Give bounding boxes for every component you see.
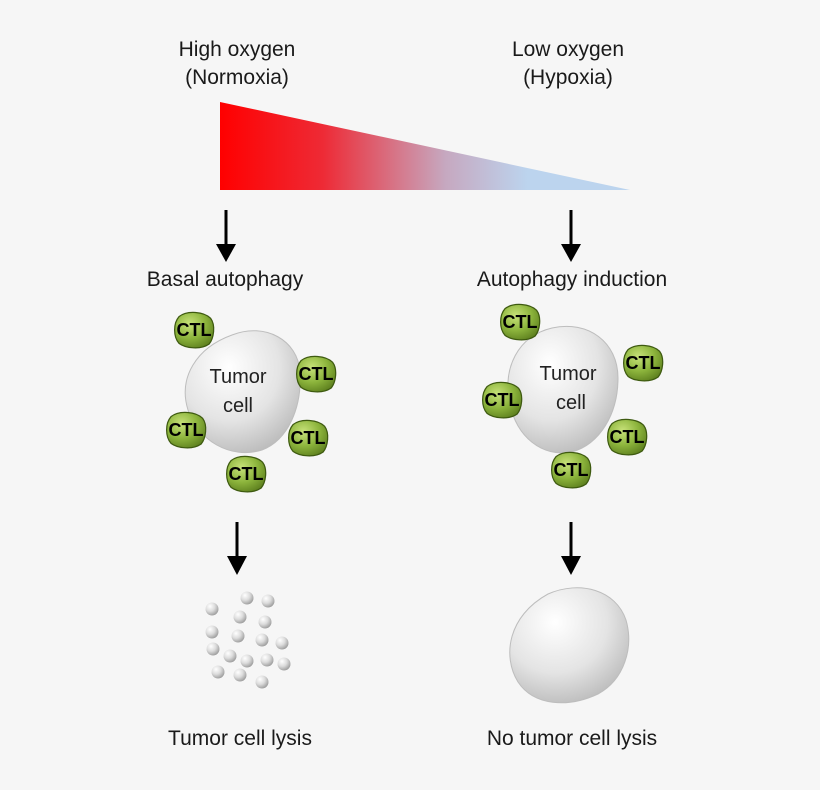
low-oxygen-label: Low oxygen (Hypoxia) bbox=[468, 36, 668, 92]
ctl-cell: CTL bbox=[499, 303, 541, 341]
svg-text:CTL: CTL bbox=[169, 420, 204, 440]
arrow-down-icon bbox=[561, 522, 581, 575]
ctl-cell: CTL bbox=[295, 355, 337, 393]
svg-text:CTL: CTL bbox=[610, 427, 645, 447]
tumor-cell-label: Tumor bbox=[209, 366, 266, 388]
ctl-cell: CTL bbox=[225, 455, 267, 493]
tumor-cell bbox=[507, 326, 619, 454]
hypoxia-title: (Hypoxia) bbox=[523, 66, 613, 89]
low-oxygen-title: Low oxygen bbox=[511, 38, 625, 61]
high-oxygen-label: High oxygen (Normoxia) bbox=[137, 36, 337, 92]
arrow-down-icon bbox=[227, 522, 247, 575]
svg-text:CTL: CTL bbox=[485, 390, 520, 410]
tumor-cell-label: Tumor bbox=[539, 363, 596, 385]
high-oxygen-title: High oxygen bbox=[178, 38, 296, 61]
svg-text:CTL: CTL bbox=[626, 353, 661, 373]
svg-text:CTL: CTL bbox=[229, 464, 264, 484]
intact-tumor-cell bbox=[509, 587, 630, 704]
svg-text:CTL: CTL bbox=[177, 320, 212, 340]
lysed-cell-fragments bbox=[205, 591, 291, 689]
svg-text:CTL: CTL bbox=[291, 428, 326, 448]
right-tumor-cell-group: Tumor cell CTL CTL CTL CTL CTL bbox=[481, 303, 664, 489]
svg-text:CTL: CTL bbox=[299, 364, 334, 384]
tumor-cell bbox=[184, 330, 301, 454]
tumor-cell-label: cell bbox=[223, 395, 253, 417]
ctl-cell: CTL bbox=[481, 381, 523, 419]
normoxia-title: (Normoxia) bbox=[185, 66, 289, 89]
no-tumor-cell-lysis-label: No tumor cell lysis bbox=[486, 727, 658, 750]
basal-autophagy-label: Basal autophagy bbox=[146, 268, 304, 291]
ctl-cell: CTL bbox=[287, 419, 329, 457]
ctl-cell: CTL bbox=[606, 418, 648, 456]
autophagy-induction-label: Autophagy induction bbox=[476, 268, 668, 291]
tumor-cell-label: cell bbox=[556, 392, 586, 414]
ctl-cell: CTL bbox=[165, 411, 207, 449]
tumor-cell-lysis-label: Tumor cell lysis bbox=[168, 727, 312, 750]
ctl-cell: CTL bbox=[550, 451, 592, 489]
arrow-down-icon bbox=[216, 210, 236, 262]
oxygen-gradient-wedge bbox=[220, 102, 630, 190]
left-tumor-cell-group: Tumor cell CTL CTL CTL CTL CTL bbox=[165, 311, 337, 493]
arrow-down-icon bbox=[561, 210, 581, 262]
svg-text:CTL: CTL bbox=[554, 460, 589, 480]
ctl-cell: CTL bbox=[173, 311, 215, 349]
ctl-cell: CTL bbox=[622, 344, 664, 382]
svg-text:CTL: CTL bbox=[503, 312, 538, 332]
